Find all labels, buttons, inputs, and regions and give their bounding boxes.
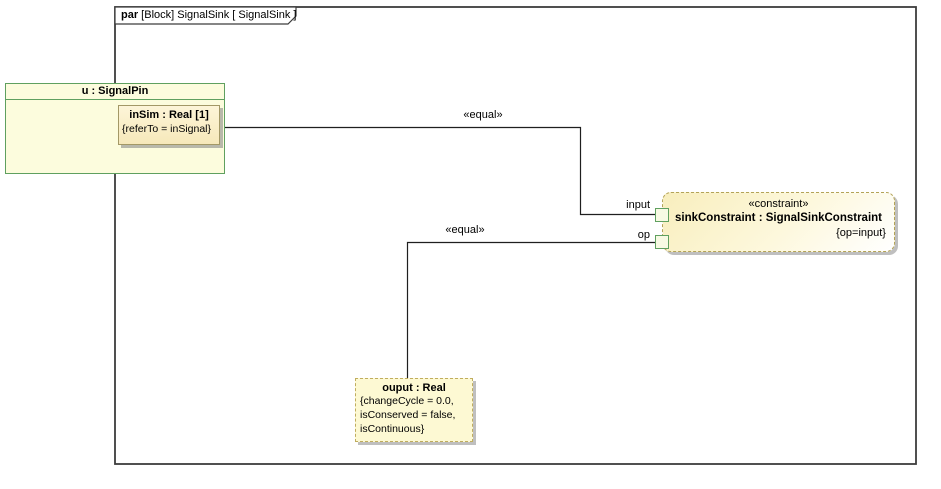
value-block-ouput-line1: {changeCycle = 0.0, [360, 395, 454, 407]
connector-label-equal-bottom[interactable]: «equal» [445, 224, 485, 236]
frame-label-kind: par [121, 9, 139, 21]
port-op[interactable] [655, 235, 669, 249]
constraint-block-sinkconstraint[interactable]: «constraint» sinkConstraint : SignalSink… [662, 192, 895, 252]
part-insim[interactable]: inSim : Real [1] {referTo = inSignal} [118, 105, 220, 145]
constraint-title: sinkConstraint : SignalSinkConstraint [674, 212, 883, 224]
part-insim-title: inSim : Real [1] [129, 109, 209, 121]
value-block-ouput-line2: isConserved = false, [360, 409, 456, 421]
port-input-label: input [626, 199, 650, 211]
port-input[interactable] [655, 208, 669, 222]
connector-equal-top[interactable] [219, 126, 655, 216]
frame-label-name: [Block] SignalSink [ SignalSink ] [138, 9, 297, 21]
value-block-ouput[interactable]: ouput : Real {changeCycle = 0.0, isConse… [355, 378, 473, 442]
frame-label: par [Block] SignalSink [ SignalSink ] [121, 8, 296, 23]
connector-label-equal-top[interactable]: «equal» [463, 109, 503, 121]
constraint-stereotype: «constraint» [748, 198, 809, 210]
diagram-frame [114, 6, 917, 465]
block-u-signalpin-title: u : SignalPin [6, 84, 224, 100]
frame-label-tab [114, 6, 297, 25]
connector-equal-bottom[interactable] [406, 241, 656, 379]
port-op-label: op [637, 229, 650, 241]
value-block-ouput-line3: isContinuous} [360, 423, 425, 435]
constraint-property: {op=input} [836, 227, 886, 239]
value-block-ouput-title: ouput : Real [382, 382, 446, 394]
part-insim-constraint: {referTo = inSignal} [122, 123, 212, 135]
